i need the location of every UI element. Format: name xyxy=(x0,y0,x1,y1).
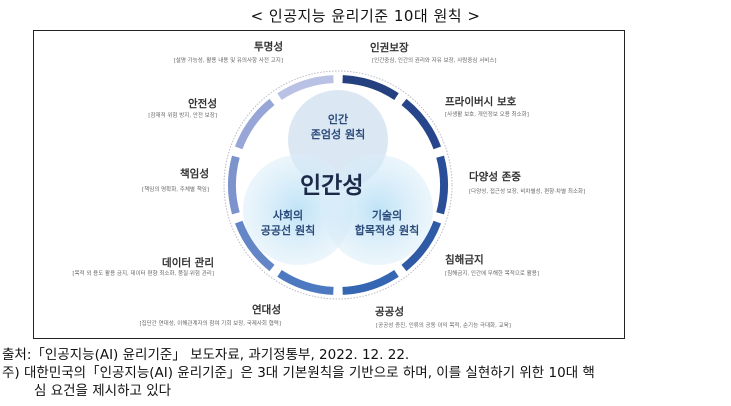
footnote-line2: 심 요건을 제시하고 있다 xyxy=(34,383,172,399)
source-note: 출처:「인공지능(AI) 윤리기준」 보도자료, 과기정통부, 2022. 12… xyxy=(2,347,410,363)
principle-line2: 존엄성 원칙 xyxy=(310,128,366,141)
requirement-desc: [책임의 명확화, 주체별 책임] xyxy=(142,187,209,193)
principle-line1: 인간 xyxy=(327,113,349,126)
venn-circle-society xyxy=(243,155,353,265)
requirement-diversity: 다양성 존중 xyxy=(469,171,521,183)
core-value-humanity: 인간성 xyxy=(300,173,364,199)
principle-line2: 합목적성 원칙 xyxy=(354,224,420,237)
principle-dignity: 인간 존엄성 원칙 xyxy=(298,112,378,142)
ring-segment xyxy=(401,98,442,150)
requirement-data-management: 데이터 관리 xyxy=(162,257,214,269)
requirement-desc: [사생활 보호, 개인정보 오용 최소화] xyxy=(445,112,529,118)
principle-line1: 사회의 xyxy=(272,209,304,222)
requirement-desc: [인간중심, 인간의 권리와 자유 보장, 사람중심 서비스] xyxy=(372,58,497,64)
requirement-desc: [다양성, 접근성 보장, 비차별성, 편향·차별 최소화] xyxy=(469,189,586,195)
requirement-no-harm: 침해금지 xyxy=(445,254,484,266)
principle-society: 사회의 공공선 원칙 xyxy=(248,208,328,238)
ring-segment xyxy=(228,155,240,215)
requirement-desc: [목적 외 용도 활용 금지, 데이터 편향 최소화, 품질·위험 관리] xyxy=(72,271,214,277)
ring-segment xyxy=(277,270,334,295)
requirement-human-rights: 인권보장 xyxy=(370,42,409,54)
ring-segment xyxy=(234,98,275,150)
ring-segment xyxy=(234,220,275,272)
requirement-privacy: 프라이버시 보호 xyxy=(445,96,517,108)
requirement-publicness: 공공성 xyxy=(375,306,404,318)
requirement-desc: [공공성 증진, 인류의 공동 이익 목적, 순기능 극대화, 교육] xyxy=(376,323,511,329)
requirement-desc: [잠재적 위험 방지, 안전 보장] xyxy=(148,113,217,119)
ring-segment xyxy=(277,75,334,100)
requirement-safety: 안전성 xyxy=(188,98,217,110)
requirement-desc: [침해금지, 인간에 무해한 목적으로 활용] xyxy=(445,271,539,277)
principle-line2: 공공선 원칙 xyxy=(260,224,316,237)
principle-line1: 기술의 xyxy=(371,209,403,222)
ring-segment xyxy=(401,220,442,272)
requirement-desc: [설명 가능성, 활용 내용 및 유의사항 사전 고지] xyxy=(173,58,283,64)
ring-segment xyxy=(342,75,399,100)
venn-circle-technology xyxy=(323,155,433,265)
requirement-transparency: 투명성 xyxy=(254,41,283,53)
dotted-outer-circle xyxy=(223,70,453,300)
requirement-solidarity: 연대성 xyxy=(252,304,281,316)
footnote-line1: 주) 대한민국의「인공지능(AI) 윤리기준」은 3대 기본원칙을 기반으로 하… xyxy=(2,365,595,381)
page-title: < 인공지능 윤리기준 10대 원칙 > xyxy=(250,7,481,25)
principle-technology: 기술의 합목적성 원칙 xyxy=(342,208,432,238)
requirement-accountability: 책임성 xyxy=(180,168,209,180)
requirement-desc: [집단간 연대성, 이해관계자의 참여 기회 보장, 국제사회 협력] xyxy=(139,321,281,327)
ring-segment xyxy=(342,270,399,295)
ring-segment xyxy=(436,155,448,215)
